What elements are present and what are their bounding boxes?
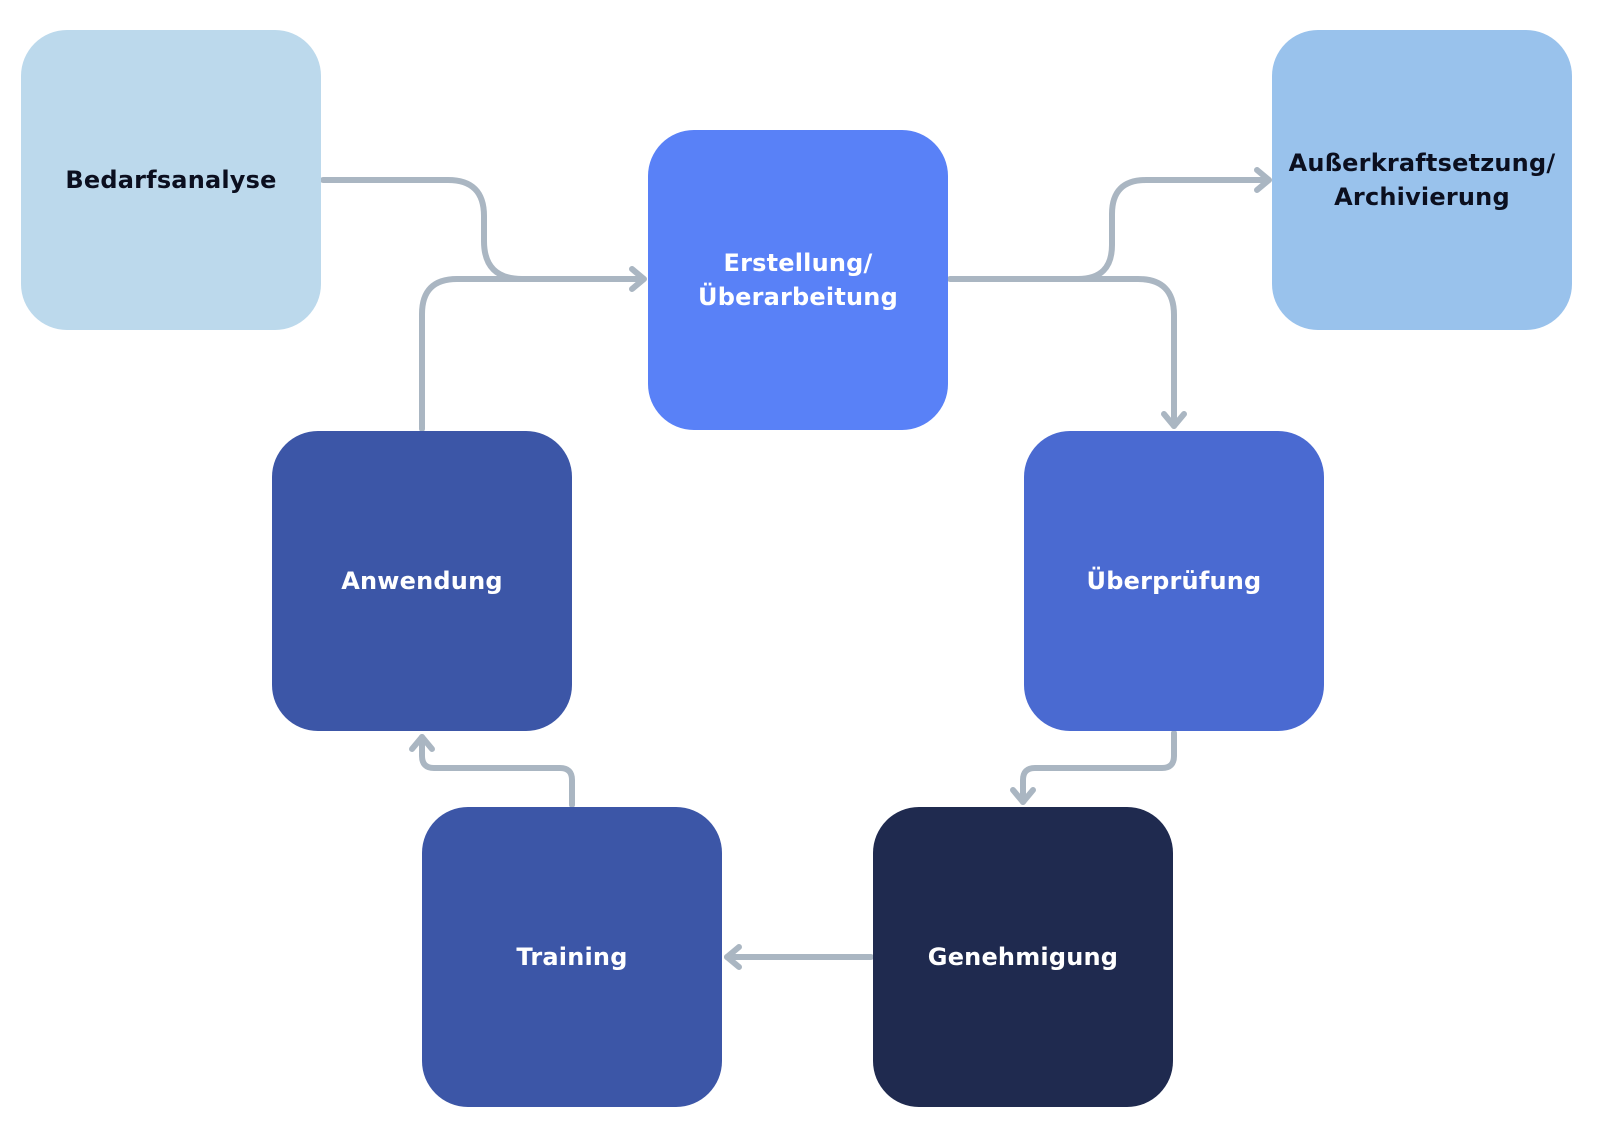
node-ueberpruefung: Überprüfung: [1024, 431, 1324, 731]
arrowhead-anwendung: [409, 734, 435, 752]
arrow-bedarfsanalyse-to-erstellung: [320, 177, 645, 282]
arrowhead-ausserkraftsetzung: [1254, 167, 1272, 193]
node-erstellung-ueberarbeitung: Erstellung/ Überarbeitung: [648, 130, 948, 430]
arrow-ueberpruefung-to-genehmigung: [1020, 730, 1177, 805]
arrowhead-erstellung-left: [629, 266, 647, 292]
arrowhead-training: [724, 944, 742, 970]
node-training: Training: [422, 807, 722, 1107]
arrow-training-to-anwendung: [419, 734, 575, 808]
node-genehmigung: Genehmigung: [873, 807, 1173, 1107]
arrow-erstellung-to-ausserkraftsetzung: [947, 177, 1271, 282]
arrowhead-genehmigung: [1010, 787, 1036, 805]
node-anwendung: Anwendung: [272, 431, 572, 731]
node-bedarfsanalyse: Bedarfsanalyse: [21, 30, 321, 330]
arrow-erstellung-to-ueberpruefung: [1067, 276, 1177, 429]
arrow-anwendung-to-erstellung: [419, 276, 523, 432]
arrowhead-ueberpruefung: [1161, 411, 1187, 429]
node-ausserkraftsetzung-archivierung: Außerkraftsetzung/ Archivierung: [1272, 30, 1572, 330]
